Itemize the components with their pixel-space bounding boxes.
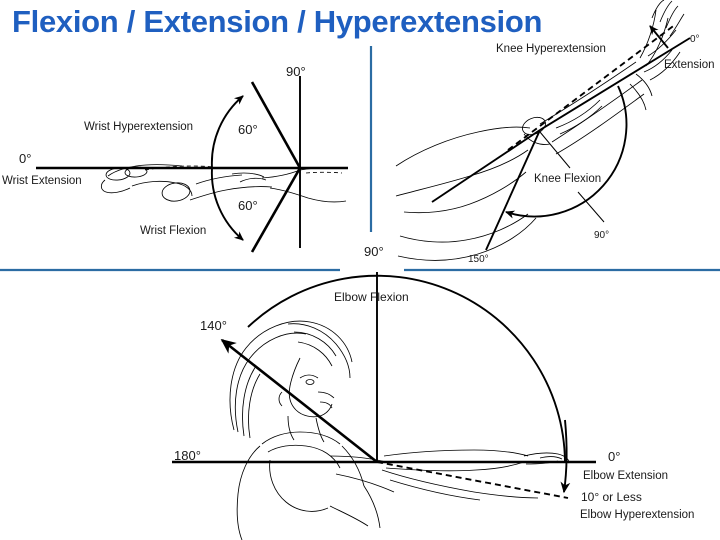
elbow-hyperextension-line: [376, 461, 569, 499]
elbow-person-illustration: [229, 320, 569, 540]
elbow-flexion-angle: 140°: [200, 318, 227, 333]
wrist-flexion-arc: [210, 167, 244, 241]
elbow-one-eighty-label: 180°: [174, 448, 201, 463]
wrist-ninety-label: 90°: [286, 64, 306, 79]
elbow-flexion-arc: [247, 274, 566, 463]
knee-flexion-label: Knee Flexion: [534, 173, 601, 185]
panel-dividers: [0, 46, 720, 272]
elbow-extension-label: Elbow Extension: [583, 470, 668, 482]
knee-hyperextension-label: Knee Hyperextension: [496, 43, 606, 55]
knee-zero-label: 0°: [690, 34, 700, 45]
wrist-zero-caption: Wrist Extension: [2, 175, 82, 187]
elbow-hyperextension-arrow: [560, 419, 571, 494]
knee-flexion-leader: [539, 131, 571, 169]
knee-flexion-arc: [505, 85, 628, 219]
wrist-flexion-ray: [250, 167, 302, 253]
knee-flexion-angle-90: 90°: [594, 230, 609, 241]
wrist-hyperextension-label: Wrist Hyperextension: [84, 121, 193, 133]
knee-thigh-axis: [431, 129, 541, 203]
wrist-diagram: 0° Wrist Extension 90° Wrist Hyperextens…: [2, 64, 348, 253]
wrist-hand-illustration: [100, 164, 347, 203]
elbow-diagram: 90° Elbow Flexion 140° 180° 0° Elbow Ext…: [172, 244, 694, 540]
knee-flexion-angle-150: 150°: [468, 254, 489, 265]
wrist-zero-label: 0°: [19, 151, 31, 166]
elbow-ninety-label: 90°: [364, 244, 384, 259]
wrist-hyperextension-arc: [210, 95, 244, 169]
wrist-hyperextension-ray: [250, 81, 302, 169]
knee-flexion-150-ray: [485, 129, 541, 251]
page-title: Flexion / Extension / Hyperextension: [12, 4, 543, 39]
wrist-hyperextension-angle: 60°: [238, 122, 258, 137]
wrist-flexion-angle: 60°: [238, 198, 258, 213]
knee-ninety-leader: [577, 191, 605, 223]
wrist-flexion-label: Wrist Flexion: [140, 225, 206, 237]
elbow-hyperextension-angle: 10° or Less: [581, 490, 642, 504]
knee-extension-axis: [539, 37, 691, 131]
elbow-zero-label: 0°: [608, 449, 620, 464]
elbow-flexion-label: Elbow Flexion: [334, 290, 409, 304]
knee-diagram: Knee Hyperextension 0° Extension Knee Fl…: [395, 0, 715, 265]
knee-hyperextension-line: [507, 23, 677, 151]
elbow-hyperextension-label: Elbow Hyperextension: [580, 509, 694, 521]
knee-zero-arrow: [649, 25, 669, 49]
knee-extension-label: Extension: [664, 59, 715, 71]
